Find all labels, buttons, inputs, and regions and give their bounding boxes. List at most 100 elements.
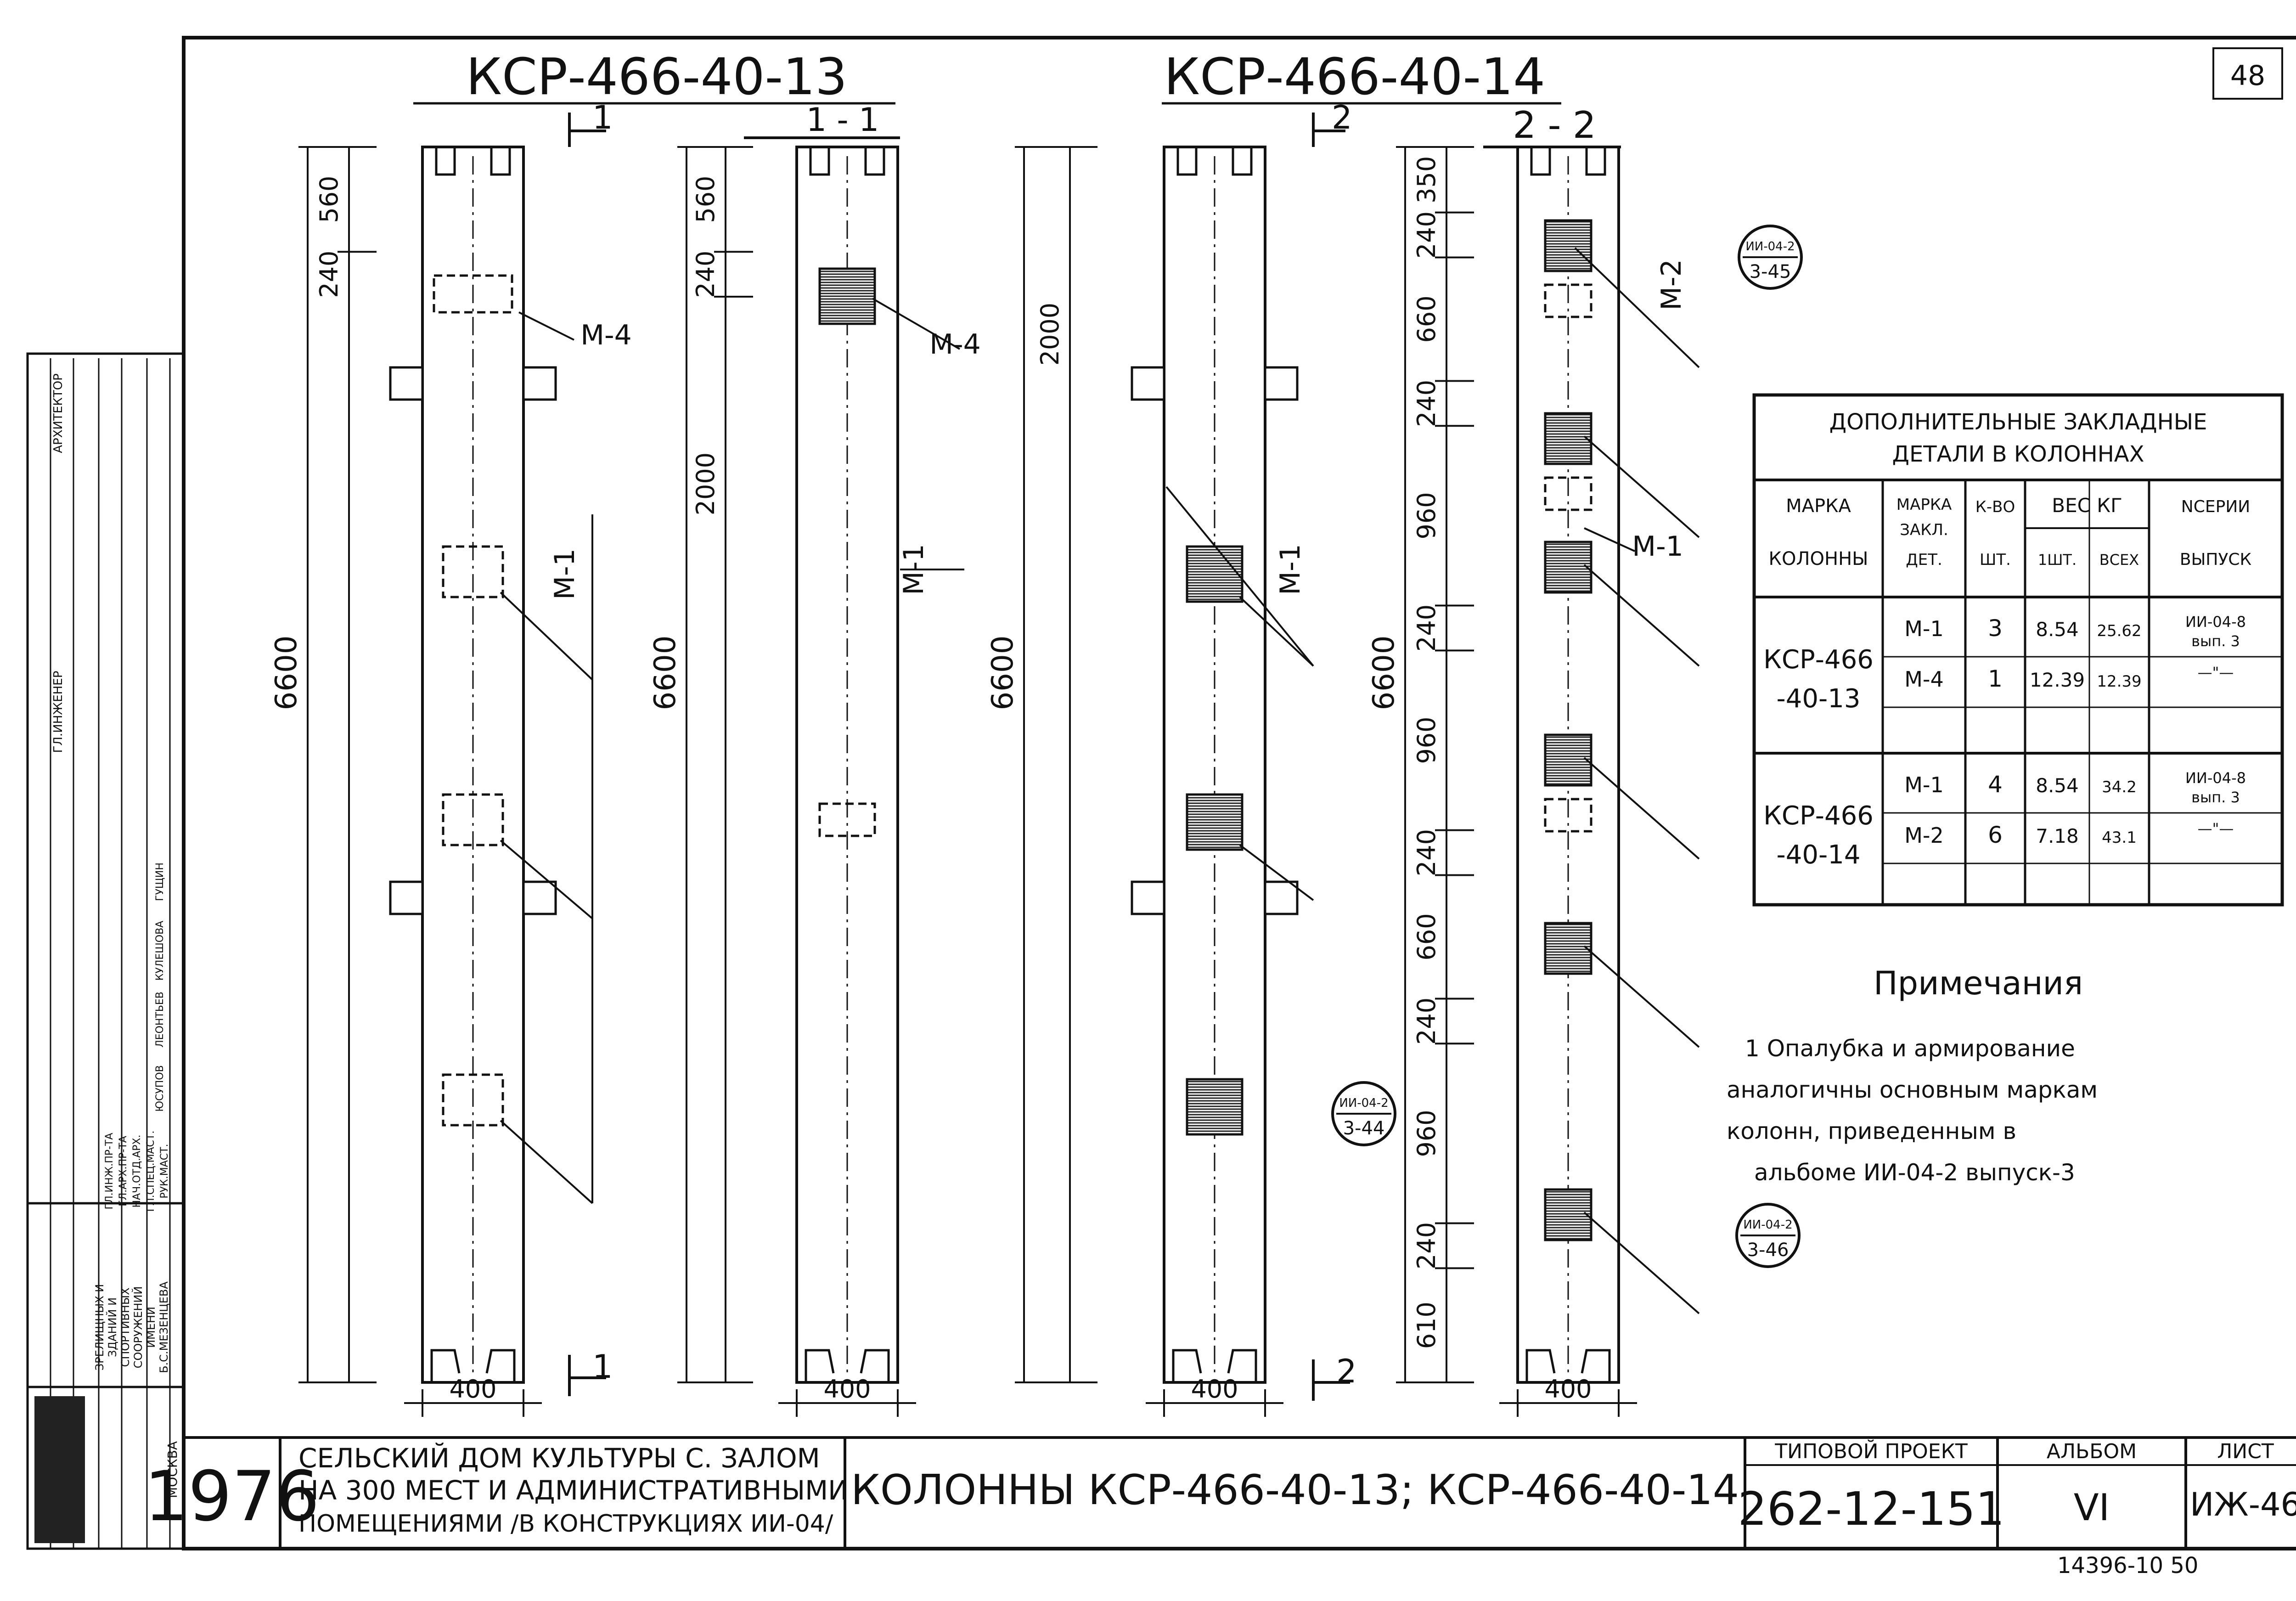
col2-dims-upper-value-0: 560 [691,176,720,223]
col4-total-label: 6600 [1367,636,1401,710]
col1-leader-m4-label: М-4 [580,319,632,351]
col1-leader-m1: М-1 [500,548,593,681]
table-row-0-item-0-series-0: ИИ-04-8 [2185,613,2246,631]
strip-name-2: ЛЕОНТЬЕВ [154,992,166,1048]
col1-width: 400 [404,1375,542,1417]
col4-leader-extra-3 [1583,945,1700,1048]
col3-plate-2 [1186,793,1244,851]
col3-leader-m1-label: М-1 [1274,544,1306,595]
footer-code: 14396-10 50 [2057,1553,2198,1578]
table-row-0-item-0-wall: 25.62 [2097,622,2141,640]
column-3-console-left-1 [1131,880,1165,915]
col4-dims-value-4: 960 [1412,492,1441,539]
column-1-console-left-1 [389,880,424,915]
col4-leader-m1: М-1 [1584,527,1683,563]
col1-total: 6600 [270,146,344,1383]
table-row-1-item-0-series-0: ИИ-04-8 [2185,769,2246,787]
table-row-1-item-0-qty: 4 [1988,771,2003,798]
stamp-0: ИИ-04-23-45 [1738,225,1803,290]
notes-heading: Примечания [1874,964,2083,1002]
column-1-console-left-0 [389,366,424,401]
col2-leader-m1-label: М-1 [898,544,930,595]
stamp-0-bottom: 3-45 [1750,261,1791,282]
section-mark-1-bottom: 1 [592,1348,613,1386]
table-h-qty-2: ШТ. [1980,551,2011,569]
col4-plate-2 [1544,541,1593,594]
col4-leader-m2-line [1574,247,1700,368]
table-row-0-item-1-qty: 1 [1988,665,2003,692]
section-mark-2-top: 2 [1332,99,1352,136]
column-2 [795,146,899,1384]
strip-city: МОСКВА [165,1441,180,1498]
col1-dims-top-value-1: 240 [315,251,343,298]
strip-name-1: КУЛЕШОВА [154,921,166,981]
column-3-top-notch [1176,147,1253,176]
table-h-series-1: NСЕРИИ [2181,497,2250,516]
table-row-1-item-0-w1: 8.54 [2036,774,2079,797]
column-4-top-notch [1530,147,1606,176]
col4-plate-0 [1544,219,1593,272]
column-3-outline [1163,146,1266,1384]
stamp-1-top: ИИ-04-2 [1339,1096,1388,1110]
col2-dims-upper-value-2: 2000 [691,452,720,515]
column-2-top-notch [809,147,885,176]
col4-dims-value-10: 960 [1412,1110,1441,1157]
column-3-console-right-1 [1264,880,1299,915]
table-row-0-col-1: КСР-466 [1763,645,1874,675]
col2-leader-m4: М-4 [872,298,981,361]
col3-dims-upper: 2000 [1035,146,1097,1383]
strip-role-4: РУК.МАСТ. [159,1144,170,1198]
top-sheet-number: 48 [2212,47,2283,100]
col1-dims-top-value-0: 560 [315,176,343,223]
table-row-0-col-2: -40-13 [1777,684,1861,714]
title-ksr-14: КСР-466-40-14 [1164,47,1545,106]
strip-top-label-0: АРХИТЕКТОР [51,373,65,453]
table-title-2: ДЕТАЛИ В КОЛОННАХ [1892,441,2144,467]
table-row-1-item-0-series-1: вып. 3 [2191,789,2240,806]
strip-org-5: Б.С.МЕЗЕНЦЕВА [158,1281,170,1373]
tip-value: 262-12-151 [1738,1482,2004,1536]
strip-org-1: ЗДАНИЙ И [106,1297,119,1357]
col4-plate-4 [1544,922,1593,975]
strip-role-2: НАЧ.ОТД.АРХ. [131,1135,143,1208]
col3-dims-upper-value-0: 2000 [1035,303,1064,366]
col3-leader-extra-1 [1239,596,1314,667]
col1-leader-extra-1 [500,840,593,919]
col4-dims-value-7: 240 [1412,829,1441,876]
column-3 [1131,146,1299,1384]
sheet-number-label: 48 [2230,60,2265,92]
col1-leader-m1-line [500,592,593,681]
table-row-0-item-0-w1: 8.54 [2036,618,2079,641]
col3-plate-1 [1186,545,1244,603]
strip-role-3: ГЛ.СПЕЦ.МАСТ. [145,1131,157,1212]
column-4-bottom-feet [1525,1349,1611,1382]
col2-leader-m4-label: М-4 [929,328,981,361]
column-4-outline [1516,146,1620,1384]
tip-label: ТИПОВОЙ ПРОЕКТ [1774,1439,1968,1463]
col3-total-label: 6600 [986,636,1020,710]
col4-dims-value-2: 660 [1412,295,1441,343]
col2-width: 400 [778,1375,916,1417]
table-row-0-item-1-w1: 12.39 [2030,669,2085,691]
section-mark-1-top: 1 [592,99,613,136]
col2-width-label: 400 [823,1375,871,1404]
drawing-title: КОЛОННЫ КСР-466-40-13; КСР-466-40-14 [851,1466,1739,1514]
strip-logo-block [34,1396,85,1543]
strip-top-label-1: ГЛ.ИНЖЕНЕР [51,671,65,753]
stamp-2-bottom: 3-46 [1747,1240,1789,1261]
col2-total: 6600 [648,146,723,1383]
table-row-1-item-0-mark: М-1 [1904,772,1944,797]
strip-org-3: СООРУЖЕНИЙ [131,1286,145,1369]
notes-line-3: колонн, приведенным в [1727,1118,2016,1144]
col4-plate-1 [1544,412,1593,465]
col4-leader-extra-1 [1583,564,1700,667]
section-label-1-1: 1 - 1 [806,101,879,139]
table-h-weight-one: 1ШТ. [2038,551,2077,569]
col4-leader-m1-label: М-1 [1632,530,1683,563]
table-h-series-2: ВЫПУСК [2180,550,2251,569]
sheet-frame [26,36,2296,1550]
column-2-bottom-feet [805,1349,890,1382]
